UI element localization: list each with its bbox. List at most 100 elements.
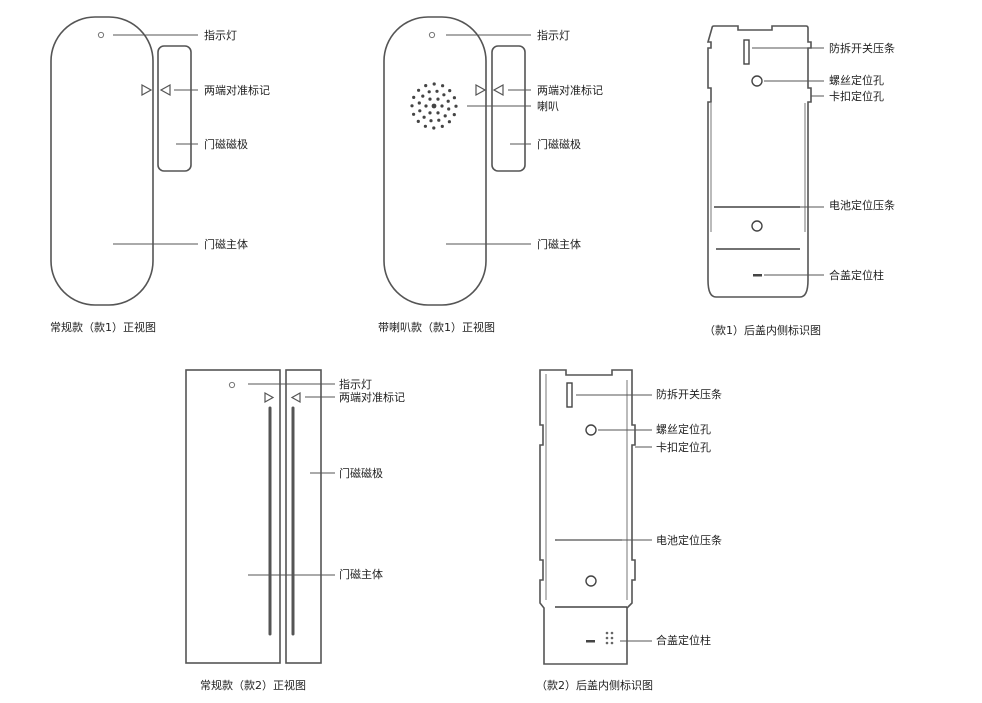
back-2-tamper-bar [566, 382, 573, 408]
regular-1-align-triangle-left [159, 83, 171, 97]
back-2-clip-label: 卡扣定位孔 [656, 440, 711, 454]
back-1-cover-outline [706, 25, 812, 298]
regular-1-align-triangle-right [141, 83, 153, 97]
speaker-hole [416, 119, 420, 123]
regular-2-align-triangle-right [264, 391, 275, 404]
speaker-hole [441, 84, 445, 88]
speaker-hole [424, 84, 428, 88]
speaker-1-magnet-label: 门磁磁极 [537, 137, 581, 151]
speaker-hole-center [431, 103, 437, 109]
regular-2-indicator-label: 指示灯 [339, 377, 372, 391]
back-2-battery-label: 电池定位压条 [656, 533, 722, 547]
speaker-hole [417, 101, 421, 105]
back-1-tamper-label: 防拆开关压条 [829, 41, 895, 55]
regular-2-caption: 常规款（款2）正视图 [200, 678, 306, 692]
speaker-hole [454, 104, 458, 108]
post-dot [610, 636, 614, 640]
speaker-hole [448, 89, 452, 93]
speaker-hole [446, 99, 450, 103]
speaker-hole [424, 104, 428, 108]
back-2-caption: （款2）后盖内侧标识图 [536, 678, 653, 692]
back-1-clip-label: 卡扣定位孔 [829, 89, 884, 103]
speaker-1-magnet-outline [491, 45, 526, 172]
speaker-hole [427, 90, 431, 94]
regular-1-body-outline [50, 16, 154, 306]
regular-2-body-outline [185, 369, 281, 664]
regular-2-indicator-dot [228, 381, 236, 389]
back-2-cover-outline [539, 369, 636, 665]
speaker-hole [436, 111, 440, 115]
speaker-grille [410, 82, 458, 130]
post-dot [605, 636, 609, 640]
regular-1-magnet-outline [157, 45, 192, 172]
speaker-hole [443, 114, 447, 118]
speaker-hole [432, 126, 436, 130]
speaker-1-body-label: 门磁主体 [537, 237, 581, 251]
back-1-caption: （款1）后盖内侧标识图 [704, 323, 821, 337]
post-dot [605, 641, 609, 645]
speaker-1-caption: 带喇叭款（款1）正视图 [378, 320, 495, 334]
regular-2-figure: 指示灯 两端对准标记 门磁磁极 门磁主体 常规款（款2）正视图 [185, 369, 405, 692]
post-dot [610, 641, 614, 645]
speaker-hole [410, 104, 414, 108]
speaker-hole [421, 94, 425, 98]
regular-2-magnet-outline [285, 369, 322, 664]
speaker-1-align-triangle-left [492, 83, 504, 97]
back-1-cover-post [753, 274, 762, 277]
speaker-hole [435, 89, 439, 93]
regular-2-align-label: 两端对准标记 [339, 390, 405, 404]
back-1-post-label: 合盖定位柱 [829, 268, 884, 282]
back-2-screw-hole-bottom [585, 575, 597, 587]
back-2-screw-hole-top [585, 424, 597, 436]
regular-2-align-triangle-left [290, 391, 301, 404]
speaker-hole [440, 124, 444, 128]
regular-1-caption: 常规款（款1）正视图 [50, 320, 156, 334]
post-dot [605, 631, 609, 635]
speaker-hole [429, 119, 433, 123]
speaker-hole [428, 97, 432, 101]
speaker-hole [418, 109, 422, 113]
back-2-cover-post [586, 640, 595, 643]
speaker-hole [440, 104, 444, 108]
speaker-hole [452, 113, 456, 117]
speaker-hole [437, 118, 441, 122]
regular-1-body-label: 门磁主体 [204, 237, 248, 251]
regular-1-indicator-label: 指示灯 [204, 28, 237, 42]
speaker-hole [432, 82, 436, 86]
back-2-post-label: 合盖定位柱 [656, 633, 711, 647]
regular-2-body-label: 门磁主体 [339, 567, 383, 581]
back-1-figure: 防拆开关压条 螺丝定位孔 卡扣定位孔 电池定位压条 合盖定位柱 （款1）后盖内侧… [704, 25, 895, 337]
speaker-1-indicator-label: 指示灯 [537, 28, 570, 42]
speaker-1-align-label: 两端对准标记 [537, 83, 603, 97]
speaker-hole [452, 96, 456, 100]
regular-1-align-label: 两端对准标记 [204, 83, 270, 97]
back-2-post-dots [605, 631, 614, 645]
speaker-1-align-triangle-right [475, 83, 487, 97]
speaker-1-figure: 指示灯 两端对准标记 喇叭 门磁磁极 门磁主体 带喇叭款（款1）正视图 [378, 16, 603, 334]
speaker-1-body-outline [383, 16, 487, 306]
back-1-battery-label: 电池定位压条 [829, 198, 895, 212]
back-2-figure: 防拆开关压条 螺丝定位孔 卡扣定位孔 电池定位压条 合盖定位柱 （款2）后盖内侧… [536, 369, 722, 692]
speaker-1-speaker-label: 喇叭 [537, 99, 559, 113]
back-1-screw-hole-bottom [751, 220, 763, 232]
speaker-1-indicator-dot [428, 31, 436, 39]
back-1-screw-hole-top [751, 75, 763, 87]
speaker-hole [412, 95, 416, 99]
back-2-tamper-label: 防拆开关压条 [656, 387, 722, 401]
back-1-screw-label: 螺丝定位孔 [829, 73, 884, 87]
back-1-tamper-bar [743, 39, 750, 65]
speaker-hole [447, 107, 451, 111]
regular-1-figure: 指示灯 两端对准标记 门磁磁极 门磁主体 常规款（款1）正视图 [50, 16, 270, 334]
speaker-hole [428, 111, 432, 115]
speaker-hole [417, 88, 421, 92]
speaker-hole [423, 124, 427, 128]
regular-1-magnet-label: 门磁磁极 [204, 137, 248, 151]
speaker-hole [447, 120, 451, 124]
speaker-hole [442, 93, 446, 97]
speaker-hole [436, 97, 440, 101]
regular-1-indicator-dot [97, 31, 105, 39]
back-2-screw-label: 螺丝定位孔 [656, 422, 711, 436]
speaker-hole [412, 112, 416, 116]
speaker-hole [422, 115, 426, 119]
